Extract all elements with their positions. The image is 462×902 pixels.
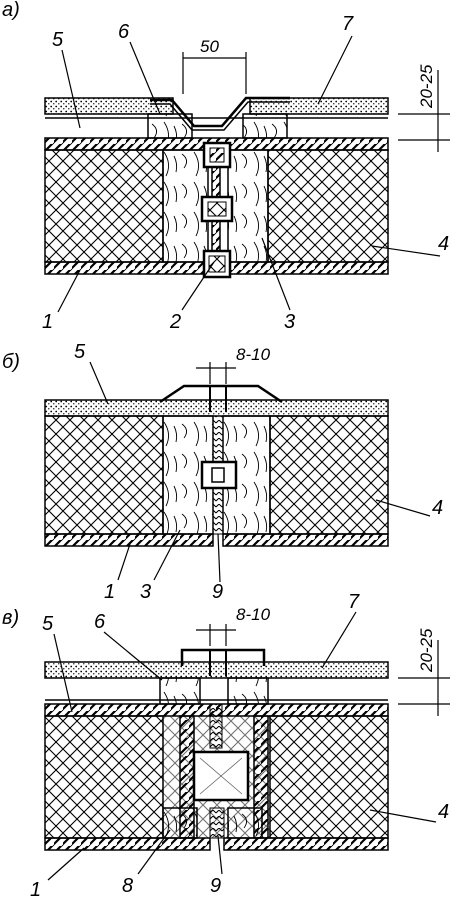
- cover-cap-c: [180, 648, 266, 666]
- mastic-bottom-c: [209, 807, 225, 839]
- label-c-6: 6: [94, 611, 106, 633]
- label-a-1: 1: [42, 311, 53, 333]
- label-a-5: 5: [52, 29, 64, 51]
- bottom-sheathing-right-b: [222, 533, 389, 547]
- bottom-sheathing-right-c: [223, 837, 389, 851]
- dim-width-a: 50: [200, 37, 219, 56]
- mastic-top-c: [209, 703, 223, 749]
- bottom-sheathing-left-c: [44, 837, 211, 851]
- cover-cap-b: [159, 384, 283, 404]
- panel-b: б) 8-10 5 1 3 9 4: [2, 341, 443, 603]
- foam-core-left: [44, 149, 164, 263]
- batten-left: [147, 113, 193, 139]
- label-c-1: 1: [30, 879, 41, 901]
- panel-c: в) 8-10: [2, 591, 450, 901]
- label-b-4: 4: [432, 497, 443, 519]
- panel-c-letter: в): [2, 607, 19, 629]
- panel-a: а) 50: [2, 0, 450, 333]
- bottom-sheathing-left-b: [44, 533, 214, 547]
- label-a-7: 7: [342, 13, 354, 35]
- foam-core-right-c: [269, 715, 389, 839]
- label-c-7: 7: [348, 591, 360, 613]
- roofing-c: [44, 661, 389, 679]
- label-c-8: 8: [122, 875, 133, 897]
- roofing-left: [44, 97, 174, 115]
- panel-a-letter: а): [2, 0, 20, 21]
- wood-insert-left: [162, 149, 209, 263]
- insert-8-left: [162, 807, 198, 839]
- label-b-3: 3: [140, 581, 151, 603]
- label-b-9: 9: [212, 581, 223, 603]
- insert-8-right: [227, 807, 263, 839]
- label-c-5: 5: [42, 613, 54, 635]
- dim-height-c: 20-25: [417, 628, 436, 673]
- label-b-5: 5: [74, 341, 86, 363]
- panel-b-letter: б): [2, 351, 20, 373]
- foam-core-right: [267, 149, 389, 263]
- label-a-2: 2: [169, 311, 181, 333]
- roofing-b: [44, 399, 389, 417]
- foam-core-left-c: [44, 715, 164, 839]
- dim-gap-b: 8-10: [236, 345, 271, 364]
- label-a-4: 4: [438, 233, 449, 255]
- batten-right: [242, 113, 288, 139]
- cover-strip: [150, 96, 290, 128]
- label-b-1: 1: [104, 581, 115, 603]
- label-c-4: 4: [438, 801, 449, 823]
- dim-height-a: 20-25: [417, 64, 436, 109]
- roofing-right: [249, 97, 389, 115]
- foam-core-left-b: [44, 415, 164, 535]
- batten-left-c: [159, 677, 201, 705]
- seal-bottom: [202, 249, 232, 279]
- label-c-9: 9: [210, 875, 221, 897]
- label-a-3: 3: [284, 311, 295, 333]
- wood-insert-right: [227, 149, 269, 263]
- label-a-6: 6: [118, 21, 130, 43]
- dim-gap-c: 8-10: [236, 605, 271, 624]
- batten-right-c: [227, 677, 269, 705]
- foam-core-right-b: [269, 415, 389, 535]
